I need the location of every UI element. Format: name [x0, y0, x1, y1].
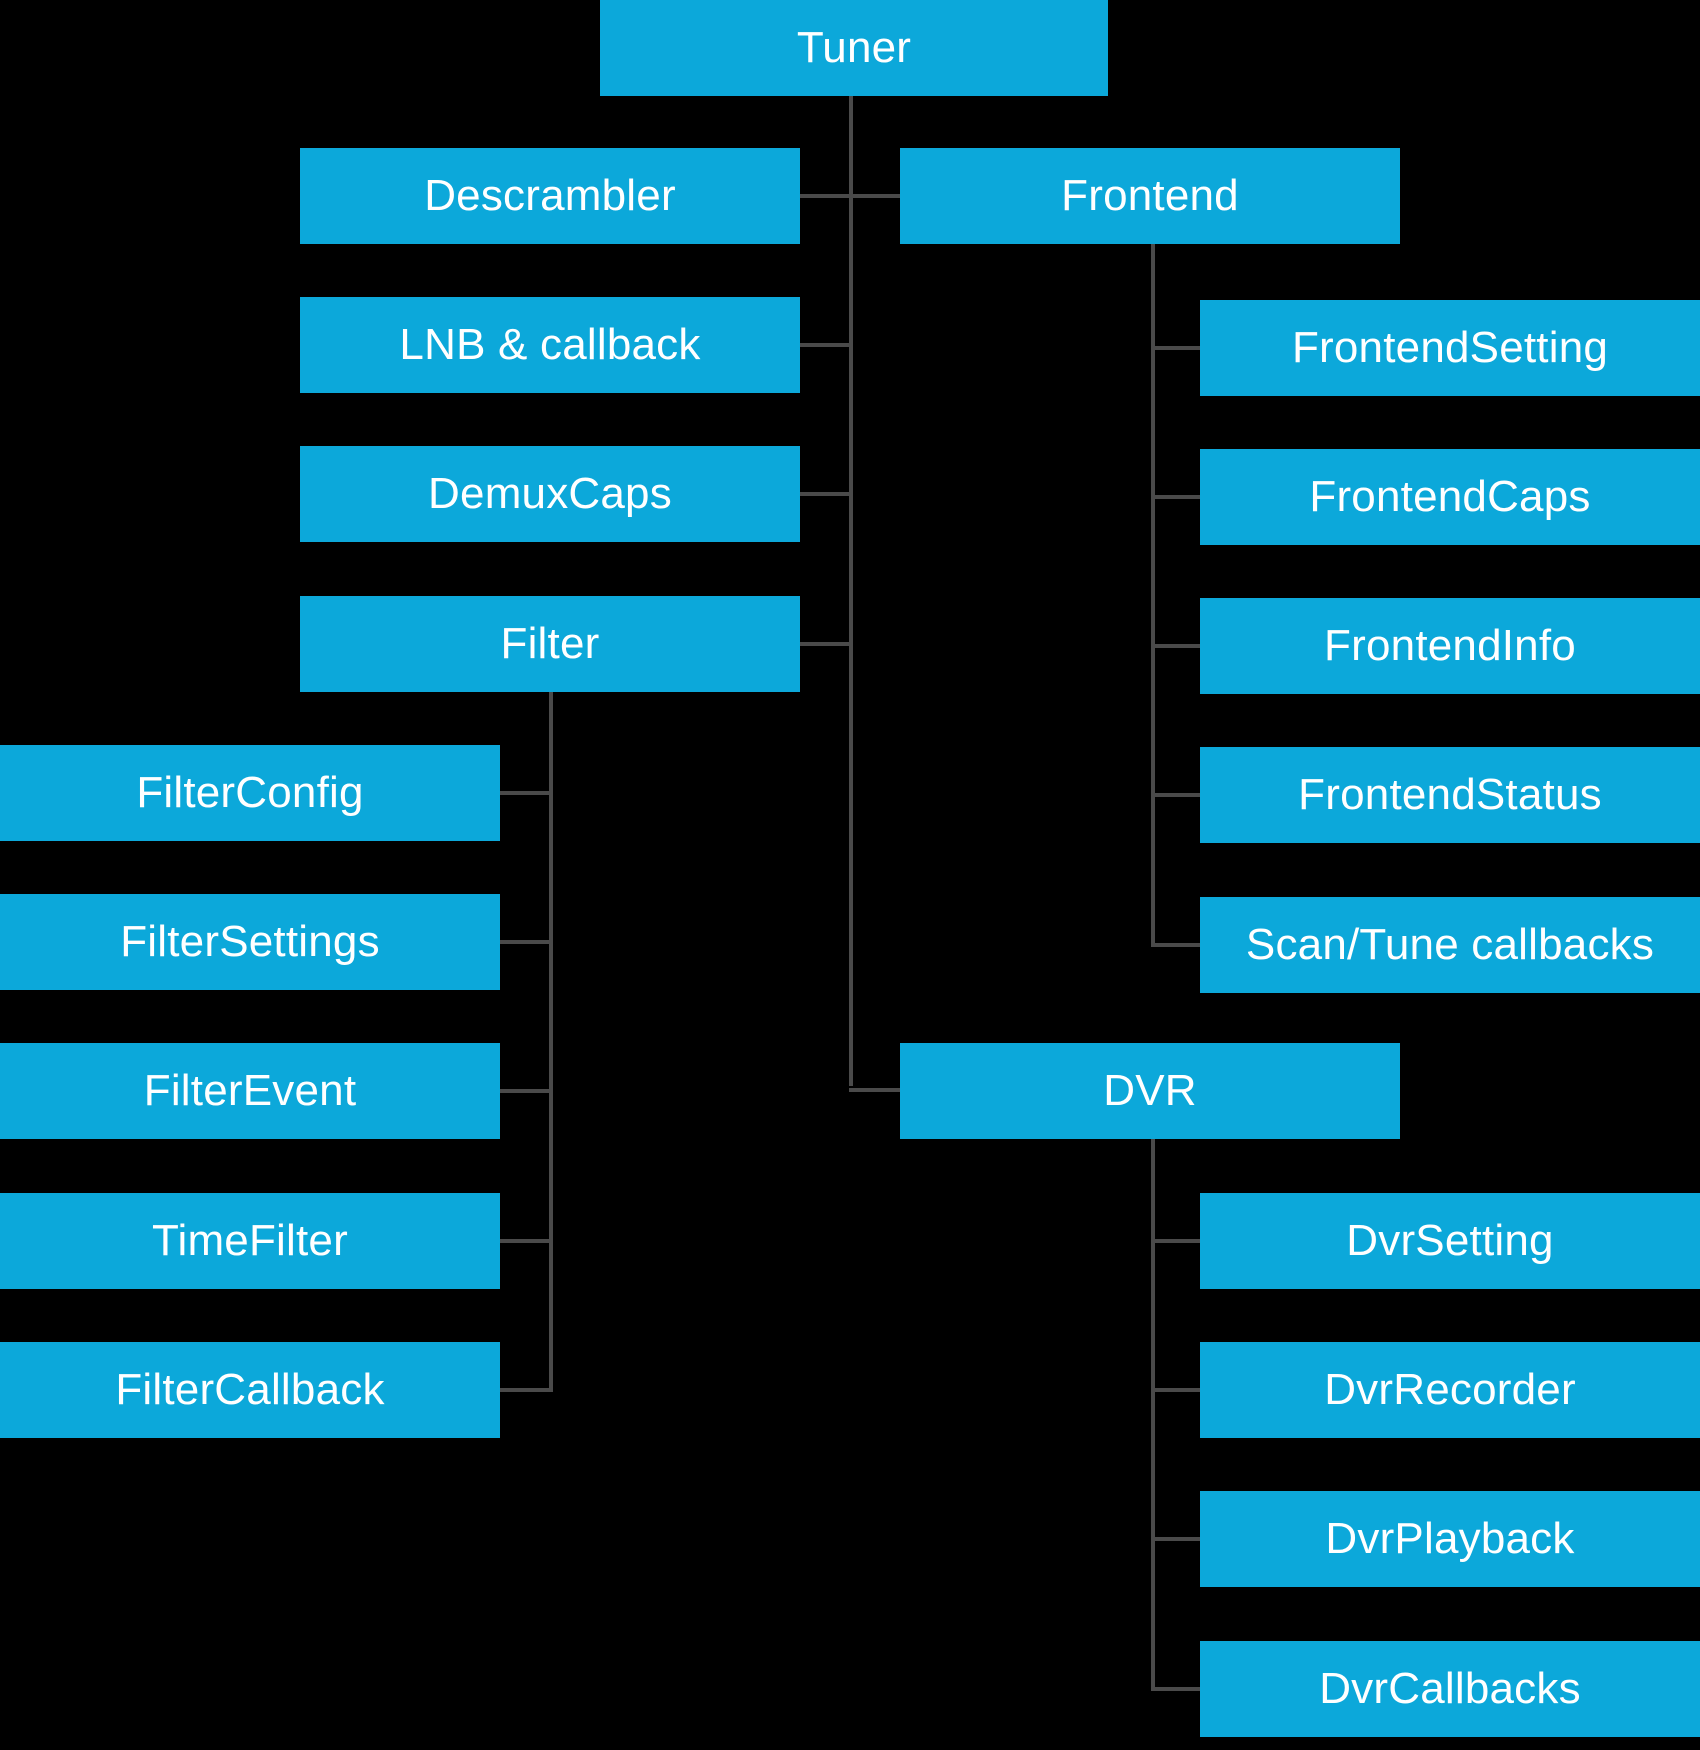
node-frontendcaps[interactable]: FrontendCaps: [1200, 449, 1700, 545]
node-dvrplayback[interactable]: DvrPlayback: [1200, 1491, 1700, 1587]
edge-trunk-filter: [549, 692, 553, 1392]
edge-tuner-filter: [800, 642, 851, 646]
edge-trunk-frontend: [1151, 244, 1155, 946]
node-scan-tune-callbacks[interactable]: Scan/Tune callbacks: [1200, 897, 1700, 993]
node-lnb-callback[interactable]: LNB & callback: [300, 297, 800, 393]
edge-tuner-dvr: [849, 1088, 900, 1092]
node-dvrrecorder[interactable]: DvrRecorder: [1200, 1342, 1700, 1438]
edge-trunk-dvr: [1151, 1139, 1155, 1690]
edge-frontend-info: [1151, 644, 1202, 648]
edge-tuner-frontend: [849, 194, 900, 198]
node-filtersettings[interactable]: FilterSettings: [0, 894, 500, 990]
node-filterconfig[interactable]: FilterConfig: [0, 745, 500, 841]
node-dvrsetting[interactable]: DvrSetting: [1200, 1193, 1700, 1289]
edge-trunk-tuner: [849, 96, 853, 1086]
node-filter[interactable]: Filter: [300, 596, 800, 692]
edge-tuner-lnb: [800, 343, 851, 347]
node-filterevent[interactable]: FilterEvent: [0, 1043, 500, 1139]
edge-filter-time: [500, 1239, 551, 1243]
edge-dvr-recorder: [1151, 1388, 1202, 1392]
node-frontend[interactable]: Frontend: [900, 148, 1400, 244]
edge-frontend-setting: [1151, 346, 1202, 350]
edge-dvr-setting: [1151, 1239, 1202, 1243]
edge-frontend-status: [1151, 793, 1202, 797]
edge-filter-event: [500, 1089, 551, 1093]
edge-filter-settings: [500, 940, 551, 944]
edge-filter-config: [500, 791, 551, 795]
node-dvr[interactable]: DVR: [900, 1043, 1400, 1139]
edge-filter-callback: [500, 1388, 551, 1392]
edge-dvr-callbacks: [1151, 1687, 1202, 1691]
edge-dvr-playback: [1151, 1537, 1202, 1541]
edge-tuner-demuxcaps: [800, 492, 851, 496]
node-filtercallback[interactable]: FilterCallback: [0, 1342, 500, 1438]
node-frontendinfo[interactable]: FrontendInfo: [1200, 598, 1700, 694]
edge-tuner-descrambler: [800, 194, 851, 198]
node-frontendstatus[interactable]: FrontendStatus: [1200, 747, 1700, 843]
edge-frontend-caps: [1151, 495, 1202, 499]
node-frontendsetting[interactable]: FrontendSetting: [1200, 300, 1700, 396]
edge-frontend-scan: [1151, 943, 1202, 947]
node-tuner[interactable]: Tuner: [600, 0, 1108, 96]
node-descrambler[interactable]: Descrambler: [300, 148, 800, 244]
node-timefilter[interactable]: TimeFilter: [0, 1193, 500, 1289]
node-demuxcaps[interactable]: DemuxCaps: [300, 446, 800, 542]
node-dvrcallbacks[interactable]: DvrCallbacks: [1200, 1641, 1700, 1737]
